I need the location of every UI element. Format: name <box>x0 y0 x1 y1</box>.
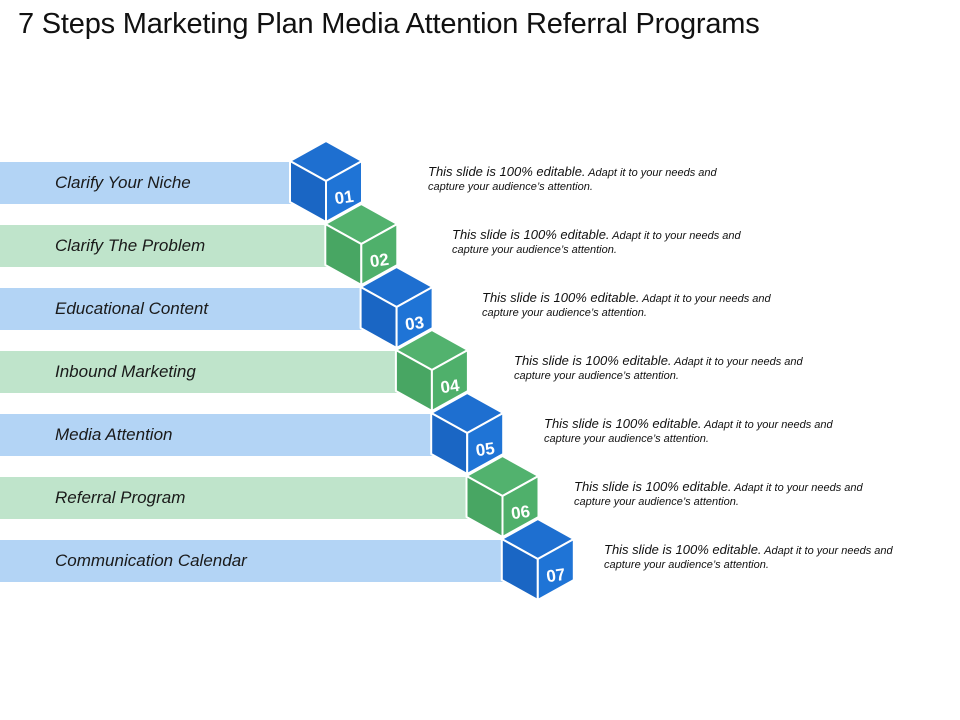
step-number: 02 <box>369 250 390 271</box>
cube-right-face <box>395 286 434 349</box>
description-lead: This slide is 100% editable. <box>544 416 702 431</box>
step-description-06: This slide is 100% editable. Adapt it to… <box>574 480 863 509</box>
description-line2: capture your audience’s attention. <box>428 181 593 193</box>
step-band-05: Media Attention <box>0 414 438 456</box>
step-description-02: This slide is 100% editable. Adapt it to… <box>452 228 741 257</box>
step-band-04: Inbound Marketing <box>0 351 402 393</box>
description-lead: This slide is 100% editable. <box>452 227 610 242</box>
step-band-07: Communication Calendar <box>0 540 508 582</box>
step-number: 03 <box>404 313 425 334</box>
description-line2: capture your audience’s attention. <box>604 559 769 571</box>
cube-right-face <box>536 538 575 601</box>
step-description-05: This slide is 100% editable. Adapt it to… <box>544 417 833 446</box>
step-label: Referral Program <box>55 488 186 507</box>
step-number: 05 <box>475 439 496 460</box>
slide-title: 7 Steps Marketing Plan Media Attention R… <box>18 8 760 40</box>
step-label: Clarify Your Niche <box>55 173 191 192</box>
cube-right-face <box>501 475 540 538</box>
step-number: 04 <box>439 376 461 398</box>
description-rest: Adapt it to your needs and <box>761 545 893 557</box>
step-cube-05: 05 <box>430 392 505 475</box>
description-line2: capture your audience’s attention. <box>574 496 739 508</box>
description-line2: capture your audience’s attention. <box>482 307 647 319</box>
step-cube-04: 04 <box>394 329 469 412</box>
step-description-03: This slide is 100% editable. Adapt it to… <box>482 291 771 320</box>
cube-right-face <box>325 160 363 223</box>
step-label: Media Attention <box>55 425 173 444</box>
step-number: 07 <box>545 565 566 586</box>
cube-right-face <box>430 349 469 412</box>
step-description-04: This slide is 100% editable. Adapt it to… <box>514 354 803 383</box>
step-cube-06: 06 <box>465 455 540 538</box>
description-lead: This slide is 100% editable. <box>604 542 762 557</box>
description-rest: Adapt it to your needs and <box>701 419 833 431</box>
step-band-06: Referral Program <box>0 477 473 519</box>
description-rest: Adapt it to your needs and <box>731 482 863 494</box>
description-lead: This slide is 100% editable. <box>574 479 732 494</box>
description-rest: Adapt it to your needs and <box>671 356 803 368</box>
step-label: Inbound Marketing <box>55 362 196 381</box>
step-cube-03: 03 <box>359 266 434 349</box>
description-rest: Adapt it to your needs and <box>585 167 717 179</box>
step-label: Educational Content <box>55 299 209 318</box>
step-cube-07: 07 <box>500 518 575 601</box>
step-cube-02: 02 <box>324 203 399 286</box>
cube-right-face <box>466 412 505 475</box>
step-number: 01 <box>333 187 354 208</box>
description-rest: Adapt it to your needs and <box>609 230 741 242</box>
description-lead: This slide is 100% editable. <box>428 164 586 179</box>
cube-right-face <box>360 223 399 286</box>
description-lead: This slide is 100% editable. <box>482 290 640 305</box>
description-line2: capture your audience’s attention. <box>514 370 679 382</box>
step-band-02: Clarify The Problem <box>0 225 332 267</box>
step-band-03: Educational Content <box>0 288 367 330</box>
step-label: Clarify The Problem <box>55 236 206 255</box>
step-label: Communication Calendar <box>55 551 247 570</box>
step-band-01: Clarify Your Niche <box>0 162 296 204</box>
step-number: 06 <box>510 502 531 523</box>
description-rest: Adapt it to your needs and <box>639 293 771 305</box>
description-line2: capture your audience’s attention. <box>544 433 709 445</box>
step-cube-01: 01 <box>289 140 363 223</box>
step-description-07: This slide is 100% editable. Adapt it to… <box>604 543 893 572</box>
description-line2: capture your audience’s attention. <box>452 244 617 256</box>
step-description-01: This slide is 100% editable. Adapt it to… <box>428 165 717 194</box>
description-lead: This slide is 100% editable. <box>514 353 672 368</box>
